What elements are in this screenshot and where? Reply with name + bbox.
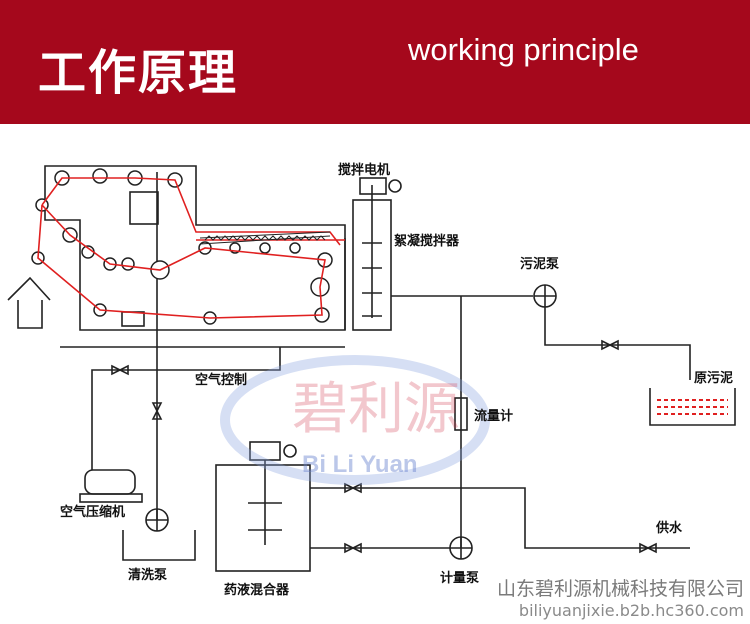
header-banner: 工作原理 working principle [0,0,750,124]
stirrer-motor-icon [388,179,402,193]
title-chinese: 工作原理 [38,45,239,101]
flowmeter-icon [454,397,468,431]
label-chem-mixer: 药液混合器 [224,582,290,598]
label-coag-mixer: 絮凝搅拌器 [394,233,460,249]
watermark-zh: 碧利源 [292,377,460,442]
air-compressor-body [84,469,136,495]
chem-mixer-tank [215,464,311,572]
discharge-hopper [7,276,51,329]
label-raw-sludge: 原污泥 [694,370,733,386]
drive-box [121,311,145,327]
company-name: 山东碧利源机械科技有限公司 [496,574,744,601]
label-wash-pump: 清洗泵 [128,567,167,583]
title-english: working principle [408,32,639,67]
sludge-level [657,399,728,415]
process-diagram: 碧利源 Bi Li Yuan 搅拌电机 絮凝搅拌器 污泥泵 原污泥 空气控制 流… [7,162,736,598]
company-url: biliyuanjixie.b2b.hc360.com [518,601,744,620]
label-flowmeter: 流量计 [474,408,513,424]
raw-sludge-tank [649,388,736,426]
label-air-control: 空气控制 [195,372,247,388]
watermark-ring [220,355,490,485]
label-air-compressor: 空气压缩机 [60,504,125,520]
tension-box [129,191,159,225]
label-metering-pump: 计量泵 [440,570,479,586]
label-water-supply: 供水 [655,520,683,536]
watermark-en: Bi Li Yuan [302,451,418,478]
label-stirrer-motor: 搅拌电机 [338,162,390,178]
label-sludge-pump: 污泥泵 [520,256,559,272]
stirrer-motor-box [359,177,387,195]
